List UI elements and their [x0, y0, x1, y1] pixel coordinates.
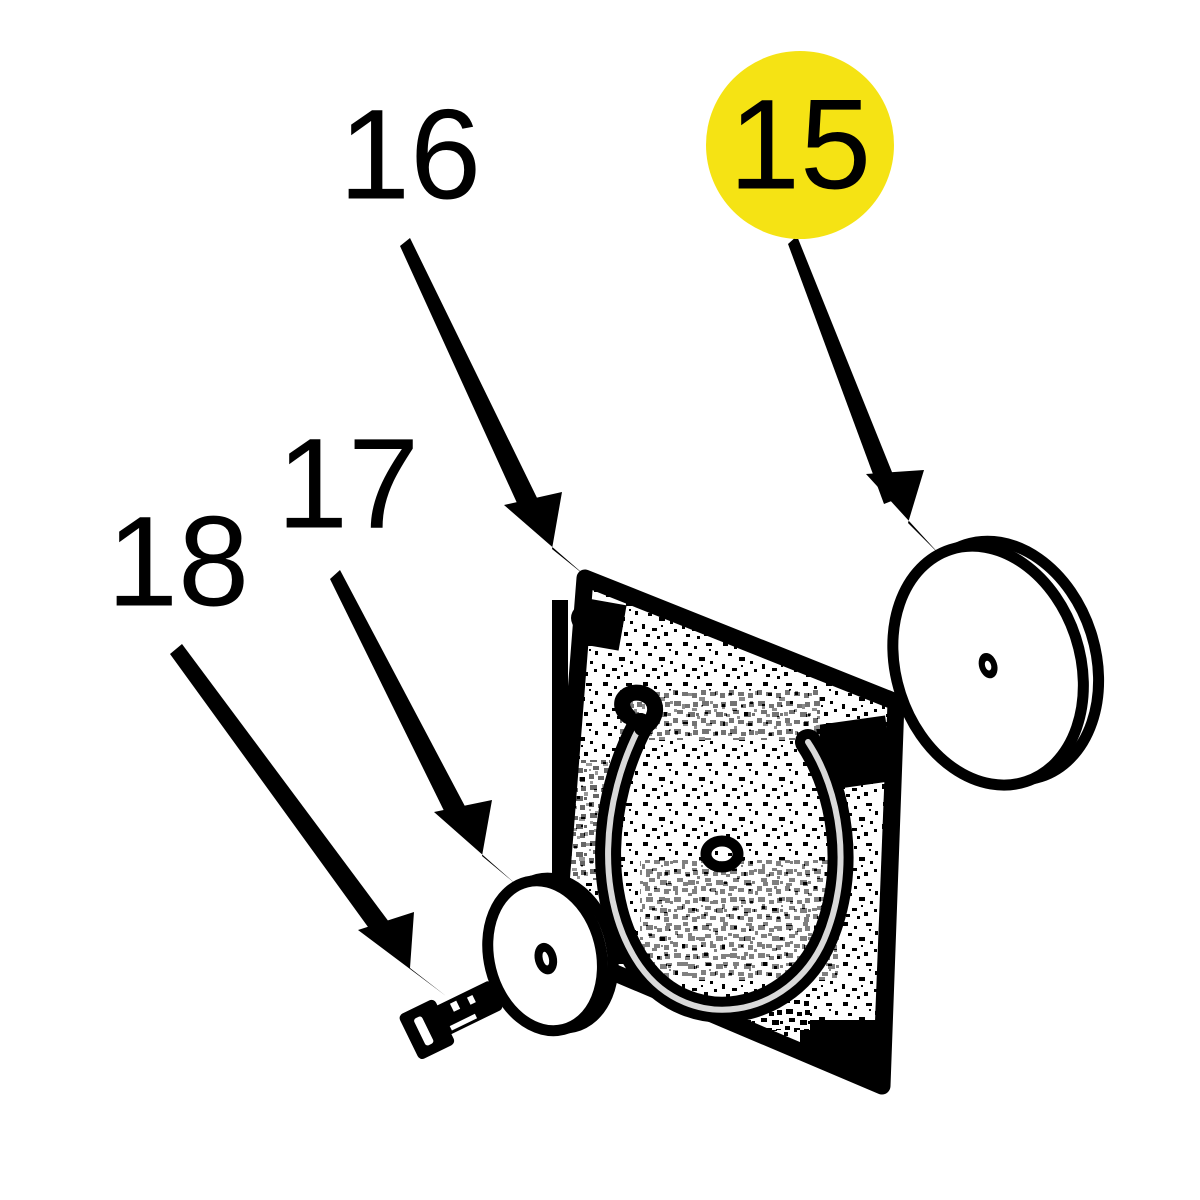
part-large-disc: [887, 535, 1105, 791]
callout-arrow-18-shaft: [170, 644, 392, 938]
plate-center-boss: [700, 835, 744, 873]
plate-corner-rivet-top-left: [571, 602, 609, 634]
callout-18-text: 18: [107, 491, 249, 634]
callout-arrow-16-head: [504, 492, 588, 578]
callout-arrow-15-head: [866, 470, 941, 556]
callout-label-16[interactable]: 16: [339, 84, 481, 227]
callout-arrow-15-shaft: [788, 236, 902, 504]
screw-thread-mark-2: [466, 994, 476, 1005]
callout-arrow-17-shaft: [330, 570, 468, 823]
plate-hook-tab: [614, 684, 664, 736]
callout-17-text: 17: [277, 413, 419, 556]
callout-arrow-18: [170, 644, 446, 996]
plate-horseshoe-highlight: [605, 723, 844, 1013]
small-washer-hole-inner: [542, 951, 550, 966]
plate-thickness-edge: [873, 751, 893, 1061]
callout-arrow-15: [788, 236, 941, 556]
screw-thread-mark-3: [449, 1013, 478, 1031]
callout-arrow-16: [400, 238, 588, 578]
callout-15-highlight-circle[interactable]: [706, 51, 894, 239]
callout-label-17[interactable]: 17: [277, 413, 419, 556]
part-small-washer: [482, 872, 619, 1037]
screw-thread-mark-1: [449, 1000, 461, 1012]
callout-label-18[interactable]: 18: [107, 491, 249, 634]
large-disc-hole-inner: [984, 660, 992, 671]
callout-arrow-16-shaft: [400, 238, 540, 514]
screw-head-slot: [414, 1016, 434, 1046]
part-square-plate: [547, 569, 905, 1095]
plate-corner-rivet-top-right: [835, 732, 877, 768]
callout-16-text: 16: [339, 84, 481, 227]
plate-corner-rivet-bottom-right: [828, 1036, 876, 1076]
callout-arrow-18-head: [358, 912, 446, 996]
callout-arrow-17: [330, 570, 518, 886]
screw-shank: [435, 981, 503, 1035]
callout-15-text: 15: [729, 74, 871, 217]
callout-label-15[interactable]: 15: [706, 51, 894, 239]
part-screw: [399, 981, 503, 1059]
callout-arrow-17-head: [434, 800, 518, 886]
